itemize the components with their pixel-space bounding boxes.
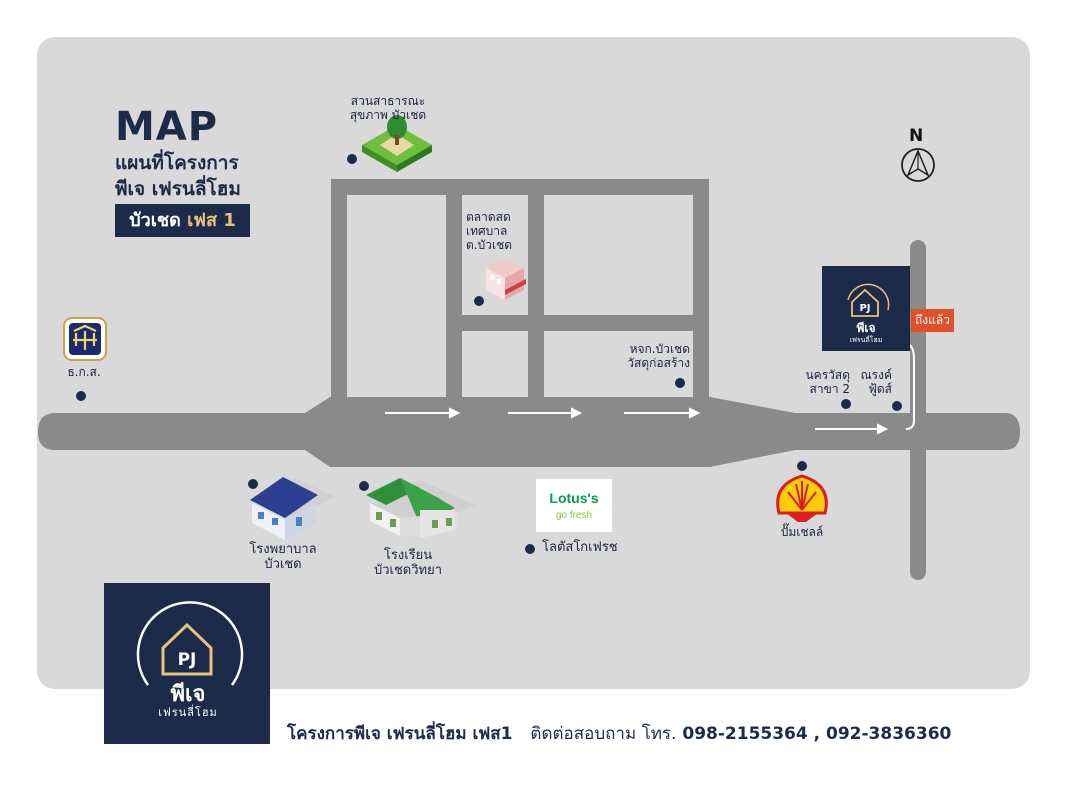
footer: โครงการพีเจ เฟรนลี่โฮม เฟส1 ติดต่อสอบถาม… (287, 720, 951, 747)
school-label-line2: บัวเชดวิทยา (373, 562, 443, 578)
bank-label: ธ.ก.ส. (67, 365, 101, 379)
marker-name-text: พีเจ (856, 321, 875, 335)
grid-road-top (331, 179, 709, 195)
grid-road-cross (446, 315, 709, 331)
big-logo: PJ พีเจ เฟรนลี่โฮม (104, 583, 270, 744)
arrived-badge: ถึงแล้ว (911, 309, 954, 332)
side-road (910, 240, 926, 580)
map-subtitle: แผนที่โครงการ พีเจ เฟรนลี่โฮม (115, 150, 241, 202)
big-logo-pj: PJ (178, 650, 197, 670)
market-label-line2: เทศบาล (466, 223, 508, 238)
hardware-label: หจก.บัวเชด วัสดุก่อสร้าง (612, 342, 690, 371)
project-marker: PJ พีเจ เฟรนลี่โฮม (822, 266, 910, 351)
shell-logo (776, 474, 828, 522)
nakhon-label-line1: นครวัสดุ (805, 368, 850, 382)
phase-prefix: บัวเชด (129, 210, 181, 231)
grid-road-left (331, 179, 347, 404)
big-logo-name: พีเจ (171, 682, 206, 707)
market-label-line1: ตลาดสด (466, 210, 511, 224)
marker-pj-text: PJ (859, 303, 870, 314)
grid-road-right (693, 179, 709, 404)
phase-highlight: เฟส 1 (187, 210, 236, 231)
school-label-line1: โรงเรียน (383, 548, 433, 563)
map-title: MAP (115, 104, 219, 150)
hospital-label-line1: โรงพยาบาล (249, 542, 317, 557)
compass-north-label: N (909, 126, 924, 146)
hardware-label-line2: วัสดุก่อสร้าง (627, 355, 690, 370)
hardware-label-line1: หจก.บัวเชด (629, 342, 690, 356)
location-dots (76, 154, 902, 554)
footer-project: โครงการพีเจ เฟรนลี่โฮม เฟส1 (287, 724, 513, 744)
map-subtitle-line2: พีเจ เฟรนลี่โฮม (115, 178, 241, 200)
nakhon-label-line2: สาขา 2 (809, 381, 850, 396)
park-label-line2: สุขภาพ บัวเชด (349, 107, 427, 122)
narong-label-line2: ฟู้ดส์ (868, 381, 892, 396)
park-label-line1: สวนสาธารณะ (350, 94, 426, 108)
grid-road-mid1 (446, 179, 462, 404)
hospital-label-line2: บัวเชด (264, 556, 302, 572)
compass-icon (901, 148, 935, 182)
footer-phones: 098-2155364 , 092-3836360 (682, 724, 952, 744)
map-subtitle-line1: แผนที่โครงการ (115, 152, 239, 174)
park-icon (362, 115, 432, 172)
big-logo-sub: เฟรนลี่โฮม (158, 704, 218, 719)
road-network (38, 179, 1020, 580)
lotus-logo-main: Lotus's (549, 490, 598, 506)
bank-icon (63, 317, 107, 361)
grid-road-mid2 (528, 179, 544, 404)
lotus-label: โลตัสโกเฟรช (542, 540, 618, 555)
market-label-line3: ต.บัวเชด (466, 237, 513, 252)
school-label: โรงเรียน บัวเชดวิทยา (358, 548, 458, 579)
marker-sub-text: เฟรนลี่โฮม (850, 335, 883, 344)
nakhon-label: นครวัสดุ สาขา 2 (790, 368, 850, 397)
narong-label-line1: ณรงค์ (860, 368, 892, 382)
narong-label: ณรงค์ ฟู้ดส์ (848, 368, 892, 397)
market-icon (486, 258, 526, 300)
hospital-icon (250, 477, 335, 540)
main-road (38, 397, 1020, 467)
market-label: ตลาดสด เทศบาล ต.บัวเชด (466, 210, 526, 252)
hospital-label: โรงพยาบาล บัวเชด (238, 542, 328, 573)
lotus-logo-sub: go fresh (556, 510, 592, 521)
shell-label: ปั๊มเชลล์ (780, 525, 824, 539)
school-icon (366, 478, 475, 538)
footer-contact-prefix: ติดต่อสอบถาม โทร. (530, 724, 677, 744)
lotus-logo: Lotus's go fresh (536, 479, 612, 532)
phase-badge: บัวเชด เฟส 1 (115, 204, 250, 237)
park-label: สวนสาธารณะ สุขภาพ บัวเชด (340, 94, 436, 123)
